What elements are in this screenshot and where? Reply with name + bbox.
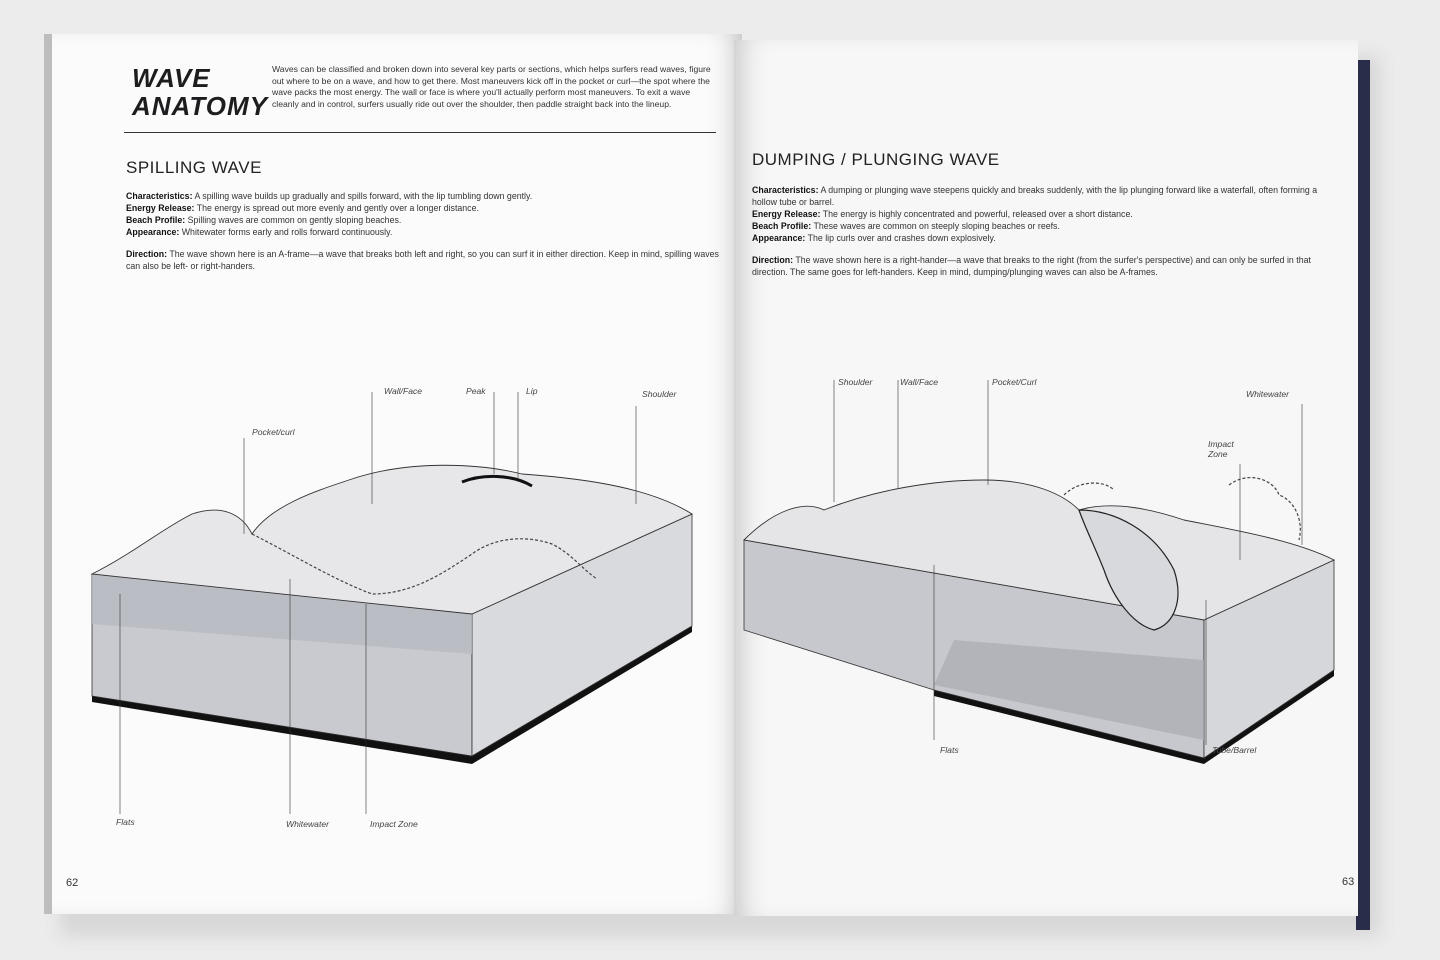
detail-direction: Direction: The wave shown here is an A-f… bbox=[126, 249, 719, 271]
detail-direction: Direction: The wave shown here is a righ… bbox=[752, 255, 1311, 277]
plunging-wave-surface bbox=[743, 479, 1336, 621]
plunging-wave-illustration bbox=[743, 380, 1336, 764]
spilling-wave-details: Characteristics: A spilling wave builds … bbox=[126, 190, 726, 272]
label-impact-zone: Impact Zone bbox=[1208, 439, 1234, 459]
detail-characteristics: Characteristics: A dumping or plunging w… bbox=[752, 185, 1318, 207]
label-wall-face: Wall/Face bbox=[900, 377, 939, 387]
detail-energy: Energy Release: The energy is highly con… bbox=[752, 209, 1133, 219]
label-peak: Peak bbox=[466, 386, 486, 396]
label-wall-face: Wall/Face bbox=[384, 386, 423, 396]
detail-appearance: Appearance: Whitewater forms early and r… bbox=[126, 227, 393, 237]
label-lip: Lip bbox=[526, 386, 538, 396]
spilling-wave-illustration bbox=[90, 392, 693, 814]
detail-energy: Energy Release: The energy is spread out… bbox=[126, 203, 479, 213]
spilling-wave-surface bbox=[90, 464, 693, 615]
whitewater-foam bbox=[251, 533, 598, 595]
water-volume bbox=[92, 574, 472, 654]
label-whitewater: Whitewater bbox=[286, 819, 329, 829]
detail-beach: Beach Profile: Spilling waves are common… bbox=[126, 215, 402, 225]
heading-line-1: WAVE bbox=[132, 63, 211, 93]
book-back-cover bbox=[1356, 60, 1370, 930]
heading-line-2: ANATOMY bbox=[132, 91, 269, 121]
detail-characteristics: Characteristics: A spilling wave builds … bbox=[126, 191, 533, 201]
plunging-wave-title: DUMPING / PLUNGING WAVE bbox=[752, 150, 1000, 169]
label-tube-barrel: Tube/Barrel bbox=[1212, 745, 1257, 755]
lip-crest bbox=[461, 474, 533, 488]
reef-floor bbox=[934, 640, 1204, 740]
label-shoulder: Shoulder bbox=[838, 377, 873, 387]
spilling-wave-title: SPILLING WAVE bbox=[126, 158, 262, 177]
label-flats: Flats bbox=[116, 817, 135, 827]
label-impact-zone: Impact Zone bbox=[370, 819, 418, 829]
tube-barrel bbox=[1078, 509, 1179, 631]
label-shoulder: Shoulder bbox=[642, 389, 677, 399]
whitewater-spray bbox=[1063, 476, 1301, 541]
left-page: WAVE ANATOMY Waves can be classified and… bbox=[44, 34, 742, 914]
label-flats: Flats bbox=[940, 745, 959, 755]
label-whitewater: Whitewater bbox=[1246, 389, 1289, 399]
right-page: DUMPING / PLUNGING WAVE Characteristics:… bbox=[734, 40, 1358, 916]
page-heading: WAVE ANATOMY bbox=[132, 64, 272, 120]
plunging-wave-details: Characteristics: A dumping or plunging w… bbox=[752, 184, 1320, 278]
page-number-left: 62 bbox=[66, 877, 79, 889]
label-pocket-curl: Pocket/curl bbox=[252, 427, 295, 437]
block-bottom-shadow bbox=[934, 670, 1334, 764]
heading-rule bbox=[124, 132, 716, 133]
intro-paragraph: Waves can be classified and broken down … bbox=[272, 64, 711, 109]
detail-beach: Beach Profile: These waves are common on… bbox=[752, 221, 1060, 231]
label-pocket-curl: Pocket/Curl bbox=[992, 377, 1037, 387]
page-number-right: 63 bbox=[1342, 876, 1355, 888]
detail-appearance: Appearance: The lip curls over and crash… bbox=[752, 233, 996, 243]
